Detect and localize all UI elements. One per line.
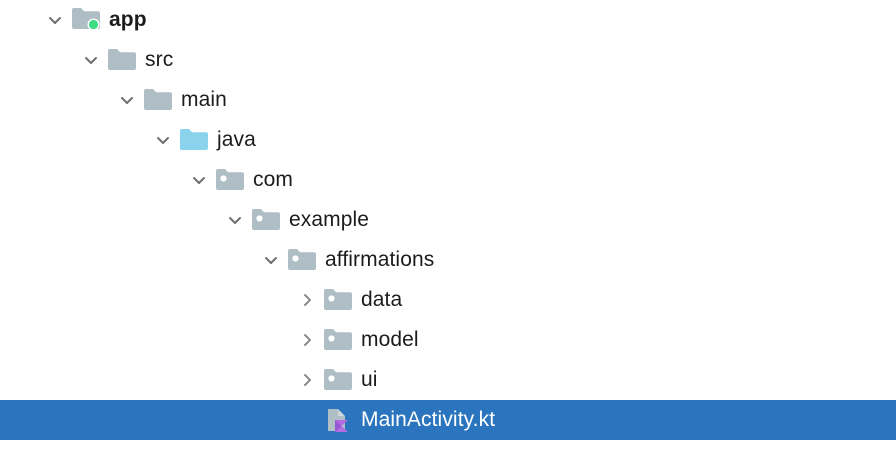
- tree-row-label: main: [181, 88, 227, 111]
- package-folder-icon: [324, 320, 354, 360]
- tree-row[interactable]: src: [0, 40, 896, 80]
- folder-icon: [108, 40, 138, 80]
- module-folder-icon: [72, 0, 102, 40]
- tree-row[interactable]: MainActivity.kt: [0, 400, 896, 440]
- tree-row-label: MainActivity.kt: [361, 408, 496, 431]
- source-folder-icon: [180, 120, 210, 160]
- indent-spacer: [0, 100, 114, 101]
- tree-row[interactable]: app: [0, 0, 896, 40]
- tree-row-label: model: [361, 328, 419, 351]
- tree-row-label: com: [253, 168, 293, 191]
- chevron-right-icon[interactable]: [294, 280, 320, 320]
- folder-icon: [144, 80, 174, 120]
- package-folder-icon: [324, 360, 354, 400]
- tree-row[interactable]: affirmations: [0, 240, 896, 280]
- chevron-right-icon[interactable]: [294, 360, 320, 400]
- chevron-down-icon[interactable]: [114, 80, 140, 120]
- indent-spacer: [0, 20, 42, 21]
- indent-spacer: [0, 180, 186, 181]
- chevron-right-icon[interactable]: [294, 320, 320, 360]
- indent-spacer: [0, 60, 78, 61]
- tree-row[interactable]: ui: [0, 360, 896, 400]
- indent-spacer: [0, 380, 294, 381]
- indent-spacer: [0, 340, 294, 341]
- tree-row-label: data: [361, 288, 403, 311]
- tree-row[interactable]: model: [0, 320, 896, 360]
- chevron-down-icon[interactable]: [186, 160, 212, 200]
- tree-row[interactable]: example: [0, 200, 896, 240]
- package-folder-icon: [252, 200, 282, 240]
- twisty-placeholder: [294, 400, 320, 440]
- indent-spacer: [0, 220, 222, 221]
- tree-row[interactable]: main: [0, 80, 896, 120]
- tree-row-label: src: [145, 48, 174, 71]
- tree-row[interactable]: java: [0, 120, 896, 160]
- indent-spacer: [0, 140, 150, 141]
- package-folder-icon: [288, 240, 318, 280]
- tree-row[interactable]: data: [0, 280, 896, 320]
- chevron-down-icon[interactable]: [150, 120, 176, 160]
- tree-row-label: app: [109, 8, 147, 31]
- tree-row-label: java: [217, 128, 256, 151]
- kotlin-file-icon: [324, 400, 354, 440]
- chevron-down-icon[interactable]: [258, 240, 284, 280]
- chevron-down-icon[interactable]: [42, 0, 68, 40]
- tree-row[interactable]: com: [0, 160, 896, 200]
- indent-spacer: [0, 420, 294, 421]
- chevron-down-icon[interactable]: [78, 40, 104, 80]
- tree-row-label: example: [289, 208, 370, 231]
- tree-row-label: ui: [361, 368, 378, 391]
- package-folder-icon: [216, 160, 246, 200]
- indent-spacer: [0, 300, 294, 301]
- chevron-down-icon[interactable]: [222, 200, 248, 240]
- indent-spacer: [0, 260, 258, 261]
- tree-row-label: affirmations: [325, 248, 435, 271]
- package-folder-icon: [324, 280, 354, 320]
